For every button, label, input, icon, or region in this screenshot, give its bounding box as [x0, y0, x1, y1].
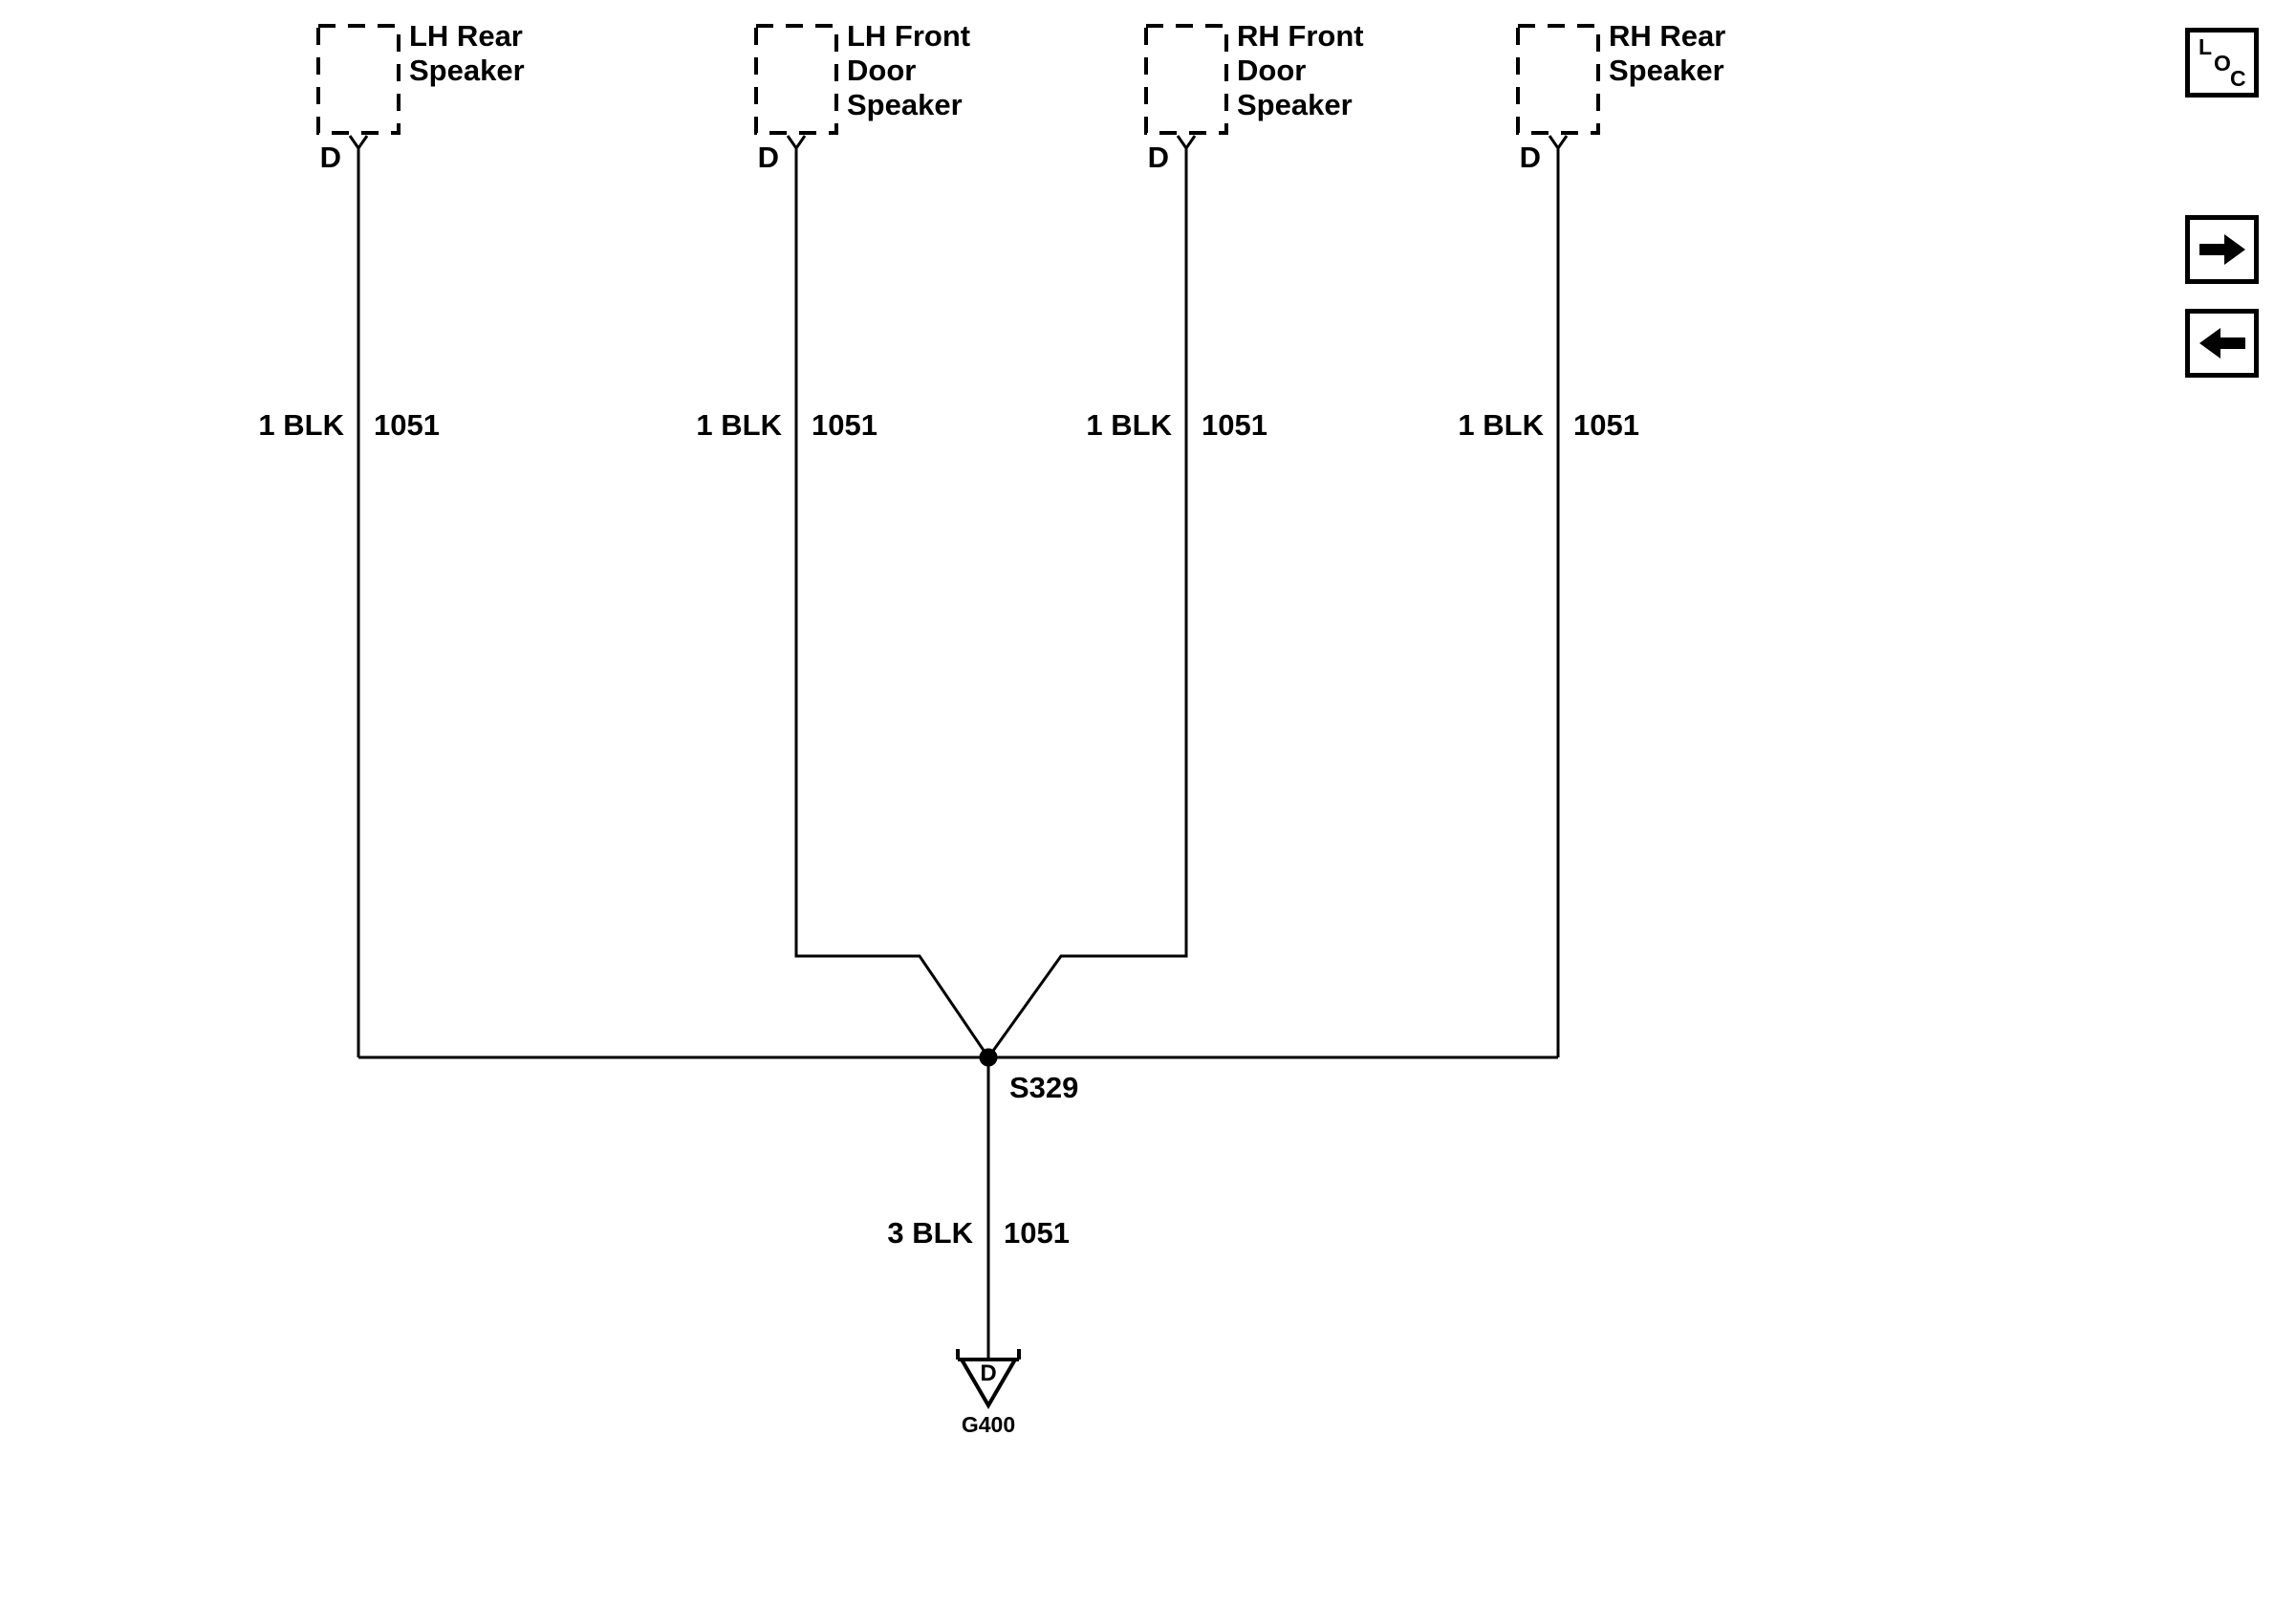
connector-d-label: D — [319, 141, 341, 174]
wire-lh-front-door — [794, 148, 990, 1058]
wire-circuit-label: 1051 — [1573, 408, 1639, 442]
wire-circuit-label: 1051 — [812, 408, 877, 442]
speaker-label-lh-front-door: LH Front Door Speaker — [847, 19, 971, 121]
wire-rh-front-door — [986, 148, 1188, 1058]
connector-symbol — [1548, 135, 1569, 151]
loc-letter-c: C — [2230, 66, 2246, 91]
wire-gauge-label: 1 BLK — [696, 408, 782, 442]
left-arrow-icon — [2199, 328, 2245, 359]
ground-wire-circuit-label: 1051 — [1004, 1216, 1070, 1250]
speaker-box-lh-front-door — [754, 24, 838, 135]
wire-gauge-label: 1 BLK — [1458, 408, 1544, 442]
connector-symbol — [348, 135, 369, 151]
prev-page-button[interactable] — [2185, 309, 2259, 378]
loc-button[interactable]: L O C — [2185, 28, 2259, 98]
loc-letter-o: O — [2214, 51, 2231, 76]
speaker-label-rh-front-door: RH Front Door Speaker — [1237, 19, 1364, 121]
next-page-button[interactable] — [2185, 215, 2259, 284]
ground-symbol — [956, 1349, 1021, 1409]
loc-letter-l: L — [2199, 34, 2213, 59]
connector-symbol — [1176, 135, 1197, 151]
splice-dot — [979, 1048, 998, 1067]
speaker-box-lh-rear — [316, 24, 401, 135]
speaker-label-lh-rear: LH Rear Speaker — [409, 19, 525, 87]
speaker-box-rh-front-door — [1144, 24, 1228, 135]
wire-circuit-label: 1051 — [374, 408, 440, 442]
splice-label: S329 — [1009, 1071, 1079, 1104]
connector-d-label: D — [1519, 141, 1541, 174]
wire-gauge-label: 1 BLK — [1086, 408, 1172, 442]
wire-gauge-label: 1 BLK — [258, 408, 344, 442]
speaker-box-rh-rear — [1516, 24, 1600, 135]
connector-symbol — [786, 135, 807, 151]
speaker-label-rh-rear: RH Rear Speaker — [1609, 19, 1726, 87]
ground-wire-gauge-label: 3 BLK — [887, 1216, 973, 1250]
ground-connector-d-label: D — [980, 1360, 997, 1386]
right-arrow-icon — [2199, 234, 2245, 265]
connector-d-label: D — [1147, 141, 1169, 174]
wire-circuit-label: 1051 — [1202, 408, 1267, 442]
ground-label: G400 — [961, 1412, 1016, 1437]
connector-d-label: D — [757, 141, 779, 174]
